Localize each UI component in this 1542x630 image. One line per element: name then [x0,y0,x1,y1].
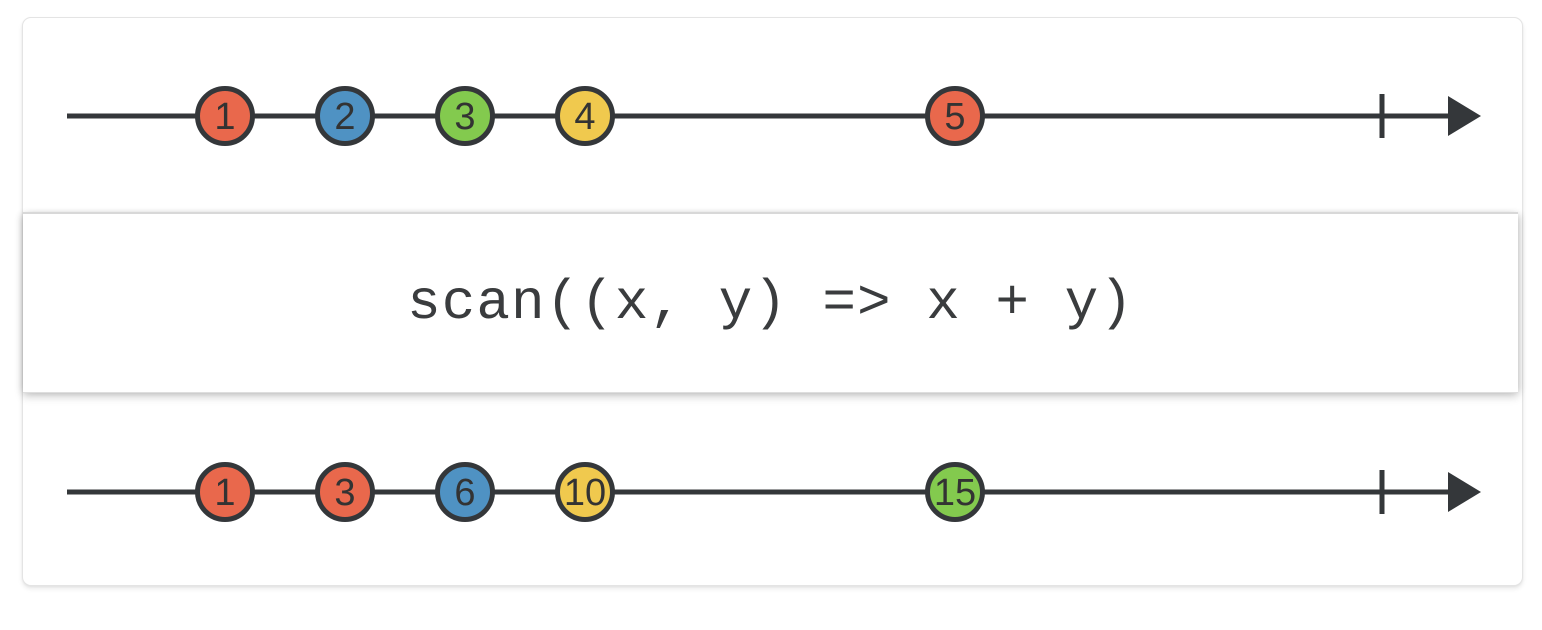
operator-label: scan((x, y) => x + y) [407,271,1134,335]
operator-box: scan((x, y) => x + y) [23,212,1518,393]
